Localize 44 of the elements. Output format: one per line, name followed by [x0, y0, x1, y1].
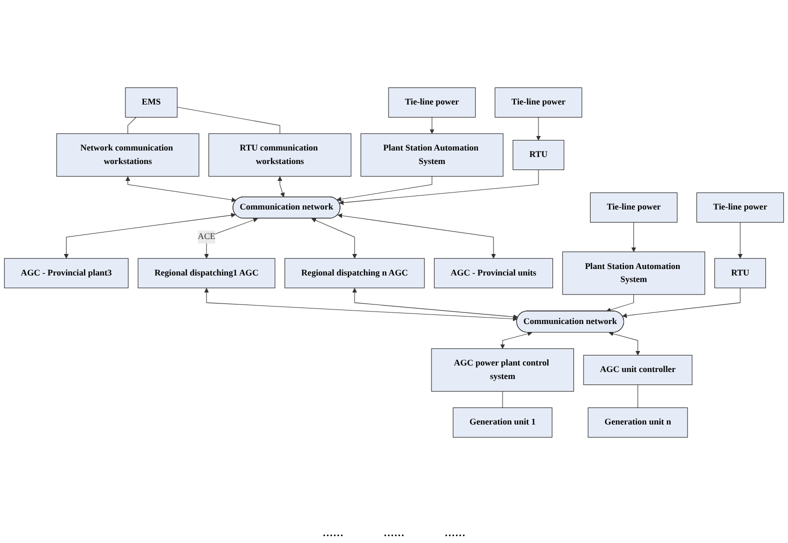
node-box: RTU [512, 140, 564, 170]
connector [176, 106, 280, 134]
arrow [622, 288, 740, 318]
node-box: Tie-line power [494, 87, 582, 118]
node-box: Generation unit n [588, 407, 688, 438]
arrow [536, 116, 541, 140]
node-box: Tie-line power [590, 192, 678, 223]
node-box: EMS [125, 87, 178, 118]
connector [502, 391, 503, 408]
arrow [278, 176, 285, 198]
node-box: Tie-line power [388, 87, 476, 118]
node-box: AGC - Provincial units [434, 258, 554, 288]
node-box: Regional dispatching1 AGC [138, 258, 276, 288]
arrow [430, 116, 434, 134]
node-box: Plant Station Automation System [360, 133, 504, 177]
node-box: Tie-line power [696, 192, 784, 223]
ellipsis-text: ...... [444, 525, 466, 542]
connector [128, 116, 136, 134]
edge-label: ACE [198, 232, 216, 242]
arrow [606, 294, 634, 312]
node-box: Regional dispatching n AGC [284, 258, 425, 288]
arrow [608, 331, 640, 356]
arrow [500, 331, 532, 349]
arrow [204, 288, 518, 322]
arrow [631, 222, 636, 252]
arrow [125, 176, 236, 202]
ellipsis-text: ...... [384, 525, 404, 542]
arrow [204, 218, 258, 259]
node-box: AGC - Provincial plant3 [4, 258, 128, 288]
node-box: Plant Station Automation System [562, 252, 706, 295]
node-box: AGC power plant control system [431, 348, 574, 392]
arrow [64, 212, 236, 259]
arrow [338, 213, 496, 259]
node-box: RTU communication workstations [208, 133, 352, 177]
arrow [339, 170, 539, 205]
node-box: Generation unit 1 [452, 407, 552, 438]
node-box: Network communication workstations [56, 133, 200, 177]
arrow [311, 218, 358, 259]
arrow [336, 176, 432, 202]
node-box: RTU [714, 258, 766, 288]
arrow [738, 222, 743, 259]
node-box: AGC unit controller [583, 354, 692, 386]
arrow [352, 288, 518, 320]
ellipsis-text: ...... [322, 525, 344, 542]
